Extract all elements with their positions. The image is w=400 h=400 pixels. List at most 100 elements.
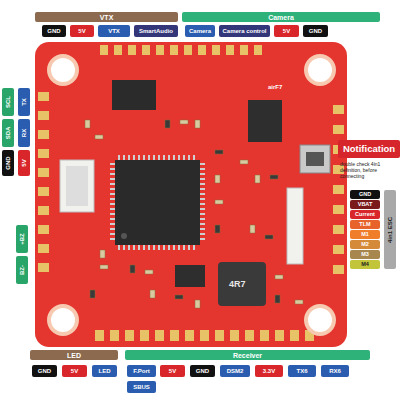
- board-marking: airF7: [268, 84, 282, 91]
- mount-holes: [49, 56, 334, 334]
- group-band: LED: [30, 350, 118, 360]
- pin-name: VTX: [108, 28, 120, 34]
- pin-name: GND: [47, 28, 60, 34]
- group-band: Receiver: [125, 350, 370, 360]
- pin-label: TLM: [350, 220, 380, 229]
- pin-label: M1: [350, 230, 380, 239]
- pin-name: 5V: [169, 368, 176, 374]
- pin-label: VTX: [98, 25, 130, 37]
- pin-name: 3.3V: [263, 368, 275, 374]
- pin-name: TX: [21, 98, 27, 106]
- pin-name: VBAT: [358, 202, 373, 208]
- esc-connector: [287, 188, 303, 264]
- pin-label: Camera: [185, 25, 215, 37]
- pin-label: +BZ: [16, 225, 28, 253]
- pin-name: GND: [196, 368, 209, 374]
- pin-label: BZ-: [16, 256, 28, 284]
- pin-name: F.Port: [133, 368, 150, 374]
- group-band: Notification: [338, 140, 400, 158]
- mcu-chip: [115, 160, 200, 245]
- pin-label: GND: [42, 25, 66, 37]
- pin-label: 5V: [18, 150, 30, 176]
- pin-name: +BZ: [19, 233, 25, 245]
- pin-name: VTX: [100, 14, 114, 21]
- pin-name: Notification: [343, 144, 395, 154]
- osd-chip: [175, 265, 205, 287]
- pin-label: 5V: [274, 25, 299, 37]
- pin-name: TLM: [359, 222, 370, 228]
- pin-name: M1: [361, 232, 369, 238]
- group-band: Camera: [182, 12, 380, 22]
- pin-name: 5V: [78, 28, 85, 34]
- pin-label: SDA: [2, 119, 14, 147]
- pin-name: Camera: [268, 14, 294, 21]
- pin-label: 5V: [70, 25, 94, 37]
- pin-name: DSM2: [227, 368, 244, 374]
- pin-label: GND: [303, 25, 328, 37]
- pin-label: LED: [92, 365, 117, 377]
- pin-name: RX6: [329, 368, 341, 374]
- pin-name: M4: [361, 262, 369, 268]
- pin-label: F.Port: [127, 365, 156, 377]
- pin-label: M2: [350, 240, 380, 249]
- pin-label: GND: [350, 190, 380, 199]
- inductor: [218, 262, 266, 306]
- pin-label: 3.3V: [255, 365, 283, 377]
- pin-name: Current: [355, 212, 375, 218]
- pin-label: TX6: [288, 365, 316, 377]
- mcu-pins: [110, 155, 205, 250]
- pin-name: M3: [361, 252, 369, 258]
- group-band: 4in1 ESC: [384, 190, 396, 269]
- group-band: VTX: [35, 12, 178, 22]
- pin-name: GND: [38, 368, 51, 374]
- connector: [60, 160, 94, 212]
- pin-label: Camera control: [219, 25, 270, 37]
- pin1-dot: [121, 233, 127, 239]
- pin-name: SCL: [5, 96, 11, 108]
- pin-name: LED: [99, 368, 111, 374]
- pin-label: DSM2: [220, 365, 250, 377]
- pin-name: GND: [309, 28, 322, 34]
- pin-name: SDA: [5, 127, 11, 140]
- pin-name: Camera control: [222, 28, 266, 34]
- pin-label: SmartAudio: [134, 25, 178, 37]
- pin-name: TX6: [296, 368, 307, 374]
- pin-label: 5V: [62, 365, 87, 377]
- pin-label: M3: [350, 250, 380, 259]
- pin-name: 5V: [21, 159, 27, 166]
- pin-name: BZ-: [19, 265, 25, 275]
- connector-inner: [66, 166, 88, 206]
- note-text: double check 4in1 definition, before con…: [340, 162, 398, 179]
- pin-label: GND: [32, 365, 57, 377]
- pin-label: VBAT: [350, 200, 380, 209]
- pin-label: GND: [190, 365, 215, 377]
- usb-connector: [300, 145, 330, 173]
- pin-name: GND: [359, 192, 371, 198]
- gyro-chip: [112, 80, 156, 110]
- pin-name: Camera: [189, 28, 211, 34]
- usb-port: [306, 152, 324, 166]
- pin-name: Receiver: [233, 352, 262, 359]
- pin-label: Current: [350, 210, 380, 219]
- pin-label: RX6: [321, 365, 349, 377]
- pin-name: SBUS: [133, 384, 150, 390]
- pin-label: SBUS: [127, 381, 156, 393]
- pin-name: LED: [67, 352, 81, 359]
- pin-name: 4in1 ESC: [387, 216, 393, 242]
- pin-label: SCL: [2, 88, 14, 116]
- pin-label: M4: [350, 260, 380, 269]
- pin-name: 5V: [71, 368, 78, 374]
- pin-name: GND: [5, 156, 11, 169]
- pin-label: 5V: [160, 365, 185, 377]
- regulator-chip: [248, 100, 282, 142]
- pin-label: GND: [2, 150, 14, 176]
- pin-name: SmartAudio: [139, 28, 173, 34]
- pin-name: 5V: [283, 28, 290, 34]
- pin-name: RX: [21, 129, 27, 137]
- smd-components: [85, 120, 303, 308]
- pin-label: TX: [18, 88, 30, 116]
- pin-name: M2: [361, 242, 369, 248]
- solder-pads: [38, 45, 344, 341]
- pin-label: RX: [18, 119, 30, 147]
